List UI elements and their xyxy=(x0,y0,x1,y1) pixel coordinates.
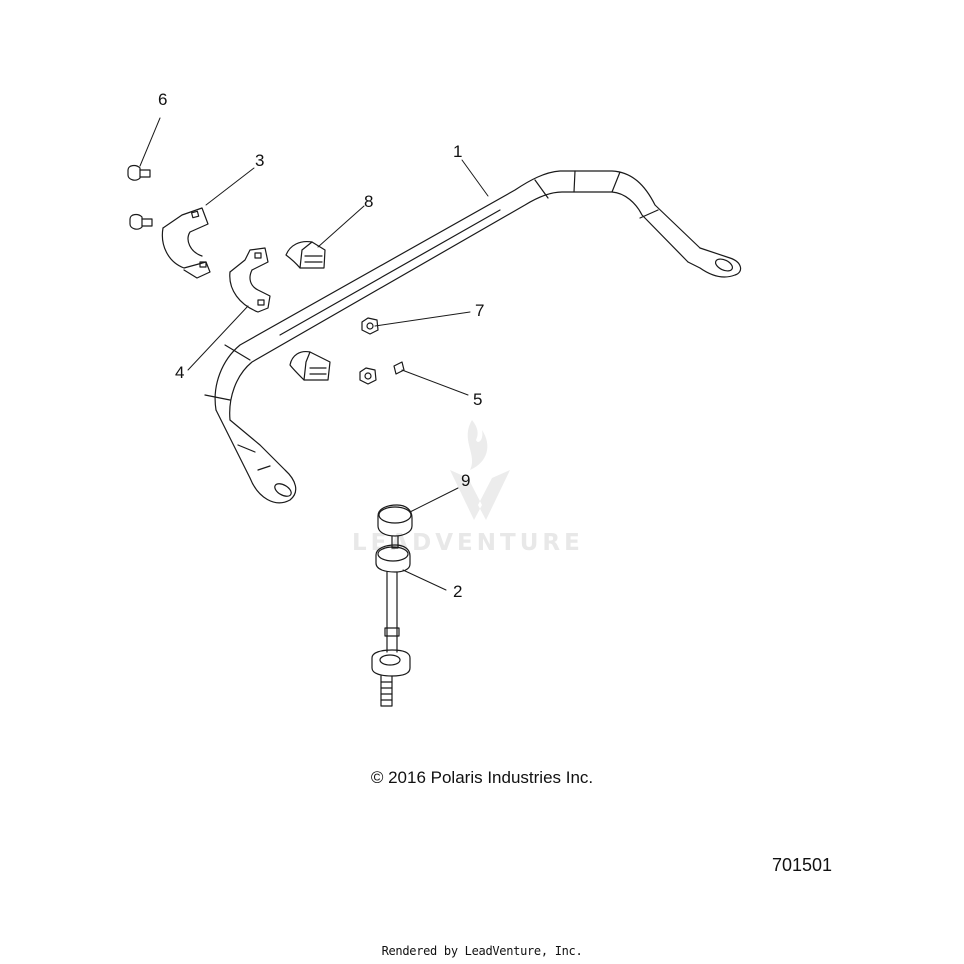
copyright-notice: © 2016 Polaris Industries Inc. xyxy=(370,768,594,787)
watermark-text: LEADVENTURE xyxy=(352,530,584,556)
bushing-part-8-upper xyxy=(285,240,326,269)
callout-9: 9 xyxy=(461,471,471,490)
callout-6: 6 xyxy=(158,90,168,109)
callout-2: 2 xyxy=(453,582,463,601)
bolt-part-6 xyxy=(127,164,153,230)
fitting-part-5 xyxy=(393,361,405,375)
link-assembly-part-2 xyxy=(371,504,413,707)
callout-1: 1 xyxy=(453,142,463,161)
mounting-bracket-part-3 xyxy=(161,207,211,279)
callout-4: 4 xyxy=(175,363,185,382)
mounting-bracket-part-4 xyxy=(229,247,271,313)
bushing-part-8-lower xyxy=(289,350,331,381)
stabilizer-bar-part-1 xyxy=(204,170,742,504)
render-credit: Rendered by LeadVenture, Inc. xyxy=(381,944,583,958)
callout-7: 7 xyxy=(475,301,485,320)
callout-8: 8 xyxy=(364,192,374,211)
diagram-number: 701501 xyxy=(772,855,833,875)
callout-3: 3 xyxy=(255,151,265,170)
flange-nut-part-7 xyxy=(359,317,379,385)
leader-lines xyxy=(139,117,489,591)
callout-5: 5 xyxy=(473,390,483,409)
